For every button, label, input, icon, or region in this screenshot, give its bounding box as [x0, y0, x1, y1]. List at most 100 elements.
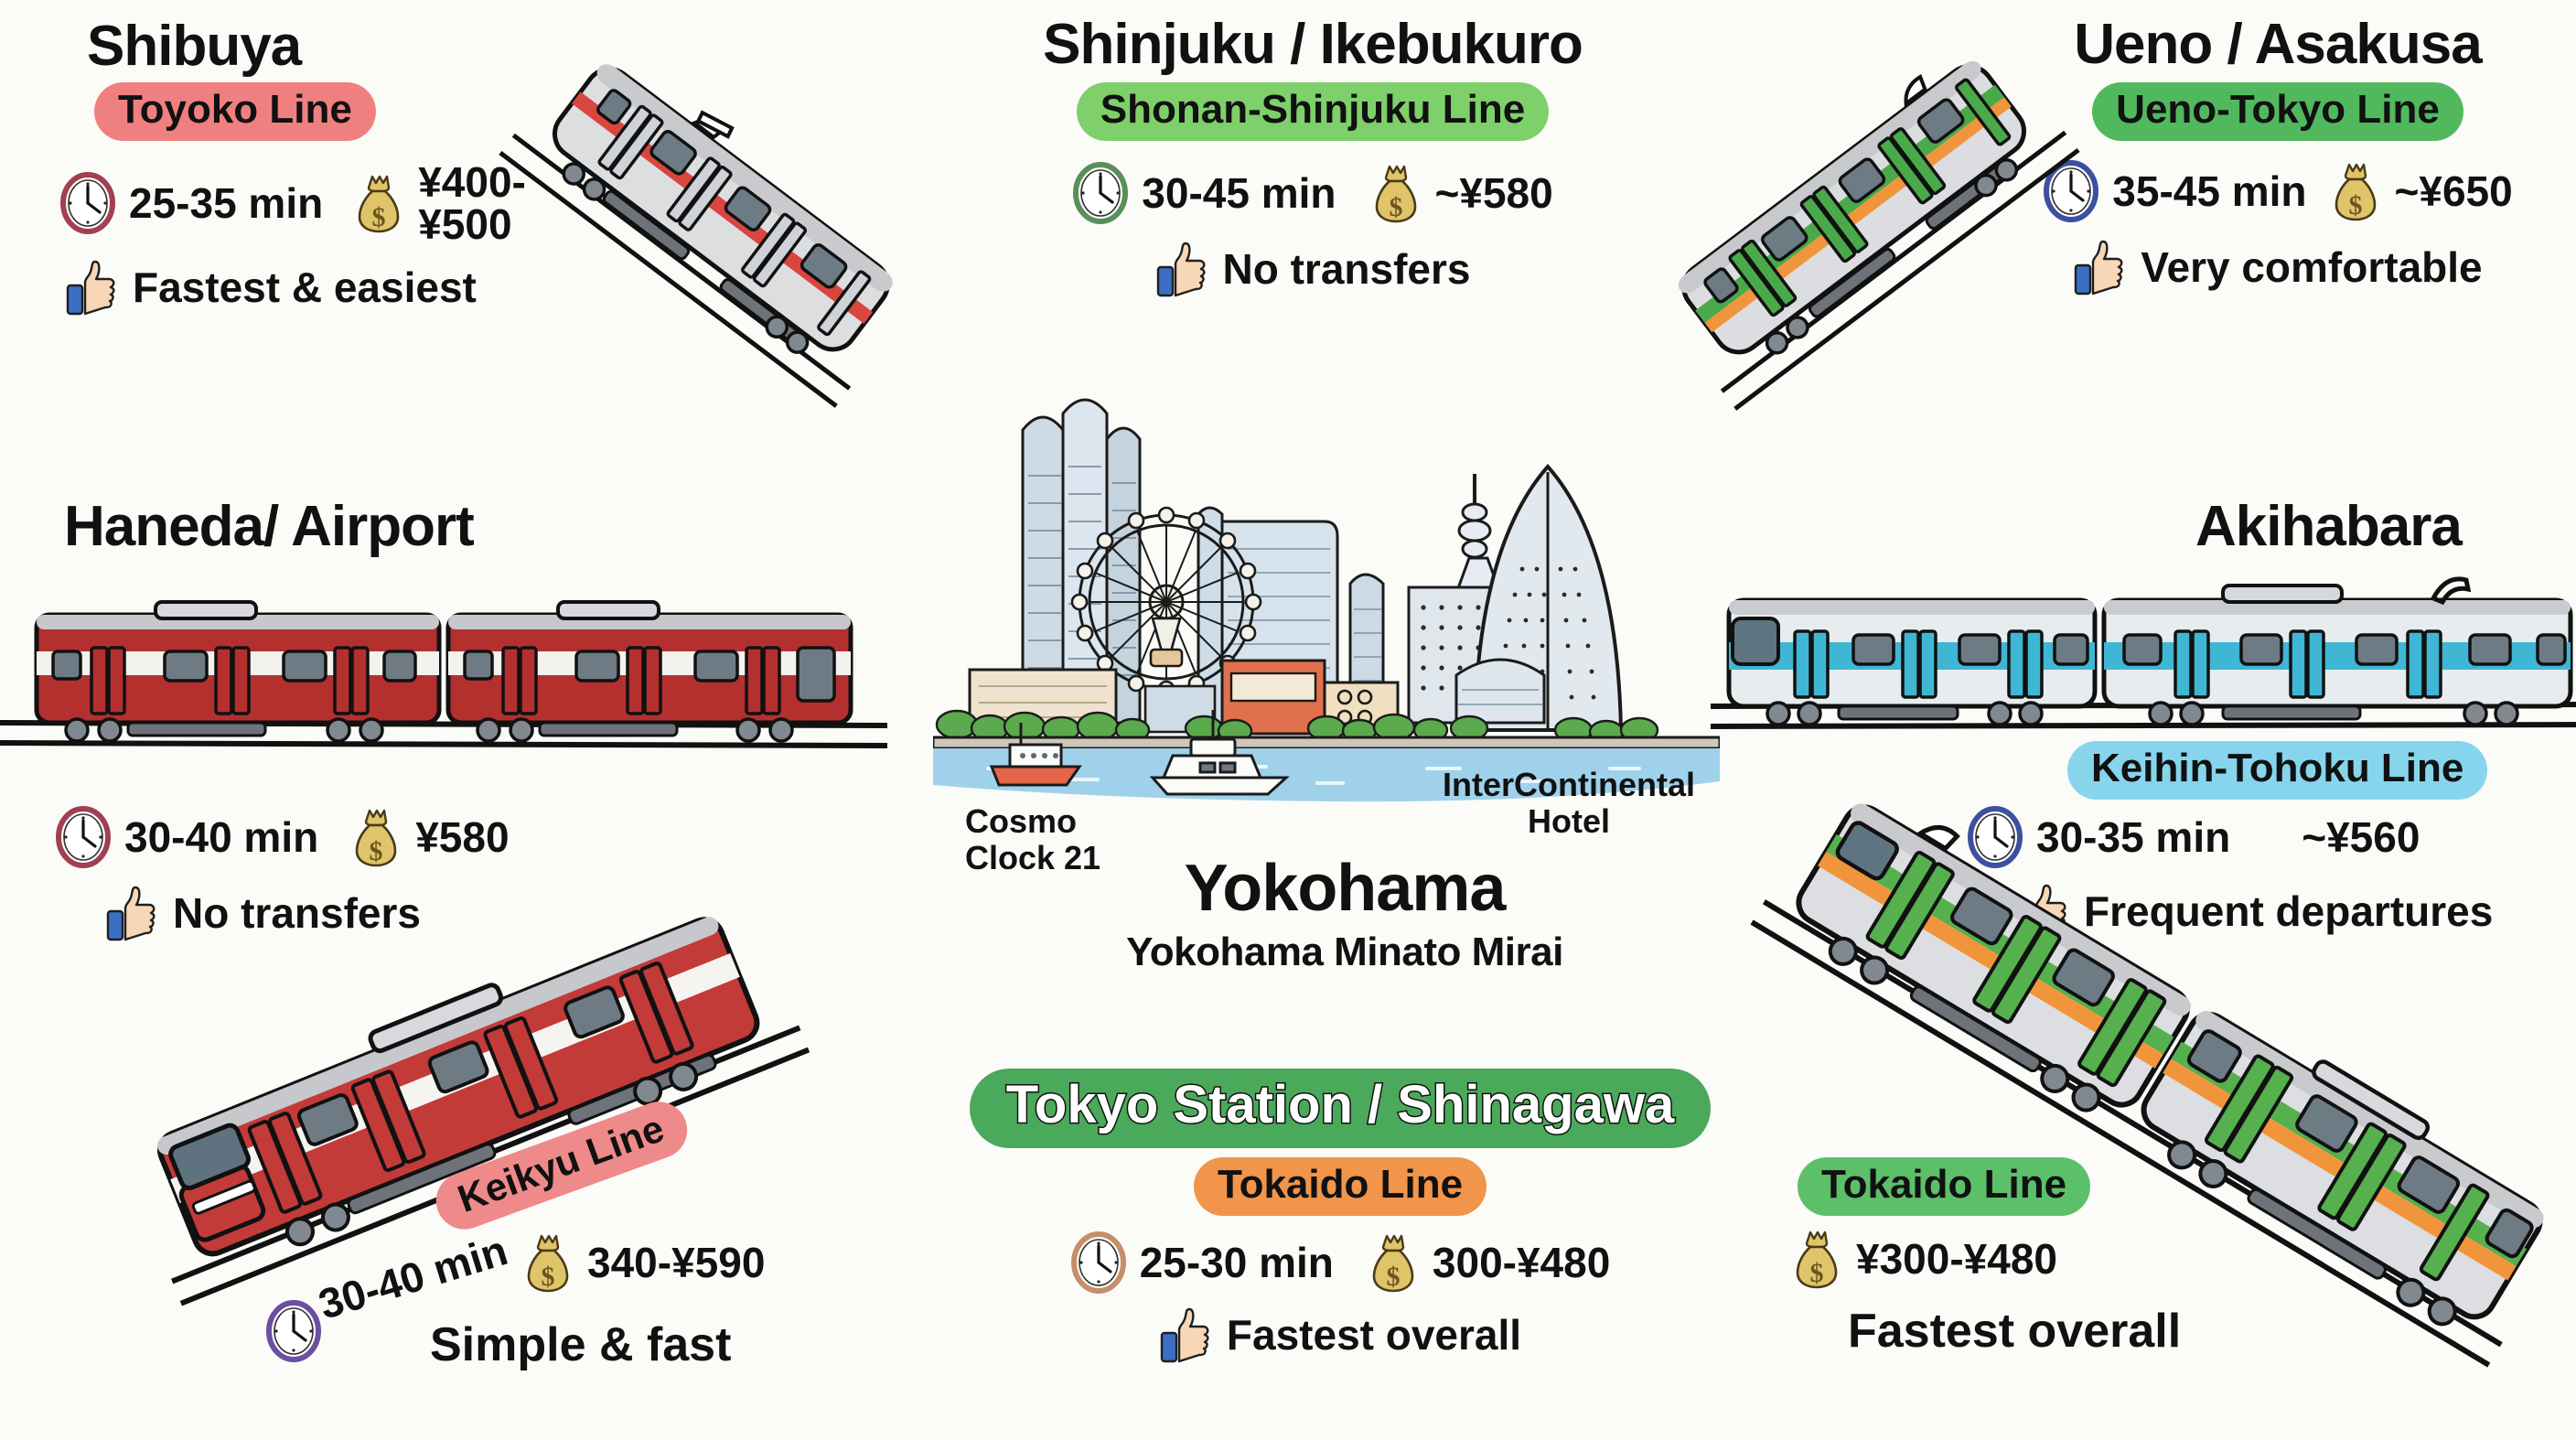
city-subtitle-minato-mirai: Yokohama Minato Mirai: [1126, 930, 1563, 974]
clock-icon: [1070, 1230, 1127, 1295]
fare-tokyo-station: 300-¥480: [1432, 1238, 1611, 1286]
money-bag-icon: $: [1790, 1227, 1843, 1291]
line-badge-keihin-tohoku: Keihin-Tohoku Line: [2067, 741, 2488, 801]
fare-haneda: ¥580: [415, 812, 510, 861]
landmark-label-cosmo-clock: Cosmo Clock 21: [965, 803, 1100, 876]
stat-row-shibuya: 25-35 min $ ¥400- ¥500: [59, 161, 526, 245]
route-card-shibuya: Shibuya Toyoko Line 25-35 min: [60, 15, 526, 317]
route-card-tokaido-right: Tokaido Line $ ¥300-¥480 Fastest overall: [1796, 1157, 2182, 1359]
perk-shibuya: Fastest & easiest: [133, 263, 477, 312]
stat-row-haneda: 30-40 min $ ¥580: [55, 805, 510, 869]
intercontinental-line1: InterContinental: [1443, 766, 1695, 803]
route-title-shinjuku-ikebukuro: Shinjuku / Ikebukuro: [1043, 13, 1583, 76]
perk-shinjuku: No transfers: [1222, 245, 1471, 294]
fare-akihabara: ~¥560: [2302, 812, 2420, 861]
landmark-label-intercontinental: InterContinental Hotel: [1422, 767, 1715, 839]
clock-icon: [2043, 159, 2099, 223]
perk-haneda: No transfers: [173, 889, 421, 937]
svg-text:$: $: [2348, 190, 2362, 220]
route-title-shibuya: Shibuya: [87, 15, 302, 78]
stat-row-shinjuku: 30-45 min $ ~¥580: [983, 161, 1642, 225]
duration-shinjuku: 30-45 min: [1142, 169, 1336, 218]
train-illustration-toyoko: [455, 0, 992, 441]
duration-tokyo-station: 25-30 min: [1139, 1238, 1334, 1286]
cosmo-clock-line2: Clock 21: [965, 838, 1101, 876]
thumbs-up-icon: [105, 884, 158, 942]
fare-row-tokaido-right: $ ¥300-¥480: [1790, 1227, 2181, 1291]
perk-ueno: Very comfortable: [2141, 243, 2483, 292]
clock-icon: [1072, 161, 1129, 225]
perk-row-akihabara: Frequent departures: [2016, 882, 2493, 940]
money-bag-icon: $: [349, 805, 402, 869]
perk-row-ueno: Very comfortable: [1994, 238, 2561, 296]
clock-icon: [59, 171, 116, 235]
thumbs-up-icon: [1155, 240, 1208, 298]
stats-row-akihabara: 30-35 min ~¥560 Frequent departures: [1967, 805, 2493, 940]
route-card-tokyo-station-shinagawa: Tokyo Station / Shinagawa Tokaido Line 2…: [924, 1069, 1756, 1364]
duration-akihabara: 30-35 min: [2036, 812, 2231, 861]
clock-icon: [1967, 805, 2023, 869]
clock-icon: [265, 1299, 322, 1363]
money-bag-icon: $: [352, 171, 405, 235]
thumbs-up-icon: [2073, 238, 2126, 296]
train-illustration-tokaido: [1703, 632, 2576, 1435]
cosmo-clock-line1: Cosmo: [965, 802, 1078, 840]
svg-text:$: $: [1810, 1258, 1824, 1288]
svg-text:$: $: [370, 836, 383, 866]
perk-row-shibuya: Fastest & easiest: [65, 258, 526, 317]
perk-row-shinjuku: No transfers: [983, 240, 1642, 298]
svg-text:$: $: [372, 202, 386, 232]
perk-row-tokyo-station: Fastest overall: [924, 1306, 1756, 1364]
fare-tokaido-right: ¥300-¥480: [1856, 1235, 2057, 1284]
svg-text:$: $: [542, 1262, 555, 1292]
train-illustration-keikyu-horizontal: [0, 595, 888, 768]
infographic-canvas: Shibuya Toyoko Line 25-35 min: [0, 0, 2576, 1396]
fare-shibuya: ¥400- ¥500: [418, 161, 526, 245]
svg-text:$: $: [1389, 192, 1402, 222]
perk-tokyo-station: Fastest overall: [1226, 1311, 1522, 1359]
fare-keikyu: 340-¥590: [587, 1238, 766, 1286]
center-city-block: Yokohama Yokohama Minato Mirai: [988, 851, 1701, 975]
perk-tokaido-right: Fastest overall: [1848, 1305, 2182, 1359]
thumbs-up-icon: [1159, 1306, 1212, 1364]
line-badge-tokaido-right: Tokaido Line: [1798, 1157, 2091, 1217]
train-illustration-keihin-tohoku: [1710, 567, 2576, 750]
line-badge-tokaido-center: Tokaido Line: [1193, 1156, 1487, 1217]
perk-keikyu: Simple & fast: [430, 1318, 732, 1371]
fare-row-keikyu: $ 340-¥590: [521, 1230, 765, 1295]
stats-haneda-airport: 30-40 min $ ¥580 No transfers: [55, 805, 510, 942]
stat-row-ueno: 35-45 min $ ~¥650: [1994, 159, 2561, 223]
money-bag-icon: $: [1367, 1230, 1420, 1295]
fare-line1: ¥400-: [418, 158, 526, 207]
stat-row-tokyo-station: 25-30 min $ 300-¥480: [924, 1230, 1756, 1295]
stats-akihabara: Keihin-Tohoku Line: [2067, 741, 2488, 801]
duration-haneda: 30-40 min: [124, 812, 319, 861]
fare-shinjuku: ~¥580: [1434, 169, 1553, 218]
route-title-ueno-asakusa: Ueno / Asakusa: [2074, 13, 2482, 76]
perk-akihabara: Frequent departures: [2084, 887, 2494, 935]
duration-shibuya: 25-35 min: [129, 179, 324, 228]
route-title-haneda-airport: Haneda/ Airport: [64, 495, 475, 558]
intercontinental-line2: Hotel: [1528, 801, 1610, 840]
city-name-yokohama: Yokohama: [1184, 852, 1507, 925]
thumbs-up-icon: [65, 258, 118, 317]
svg-text:$: $: [1386, 1262, 1400, 1292]
fare-line2: ¥500: [418, 200, 512, 249]
route-card-ueno-asakusa: Ueno / Asakusa Ueno-Tokyo Line 35-45 min: [1994, 16, 2561, 296]
route-card-shinjuku-ikebukuro: Shinjuku / Ikebukuro Shonan-Shinjuku Lin…: [983, 16, 1642, 298]
line-badge-ueno-tokyo: Ueno-Tokyo Line: [2092, 82, 2463, 142]
route-card-akihabara: Akihabara: [2195, 495, 2463, 558]
train-illustration-ueno-tokyo: [1580, 0, 2124, 444]
money-bag-icon: $: [2329, 159, 2382, 223]
line-badge-toyoko: Toyoko Line: [94, 82, 376, 142]
fare-ueno: ~¥650: [2394, 167, 2513, 216]
clock-icon-keikyu-wrapper: [265, 1299, 322, 1363]
yokohama-skyline-illustration: [931, 375, 1722, 805]
clock-icon: [55, 805, 112, 869]
route-title-tokyo-station-shinagawa: Tokyo Station / Shinagawa: [969, 1069, 1712, 1148]
money-bag-icon: $: [1369, 161, 1422, 225]
route-card-haneda-airport: Haneda/ Airport: [64, 495, 475, 558]
line-badge-shonan-shinjuku: Shonan-Shinjuku Line: [1076, 82, 1550, 142]
perk-row-haneda: No transfers: [105, 884, 510, 942]
route-title-akihabara: Akihabara: [2195, 495, 2463, 558]
